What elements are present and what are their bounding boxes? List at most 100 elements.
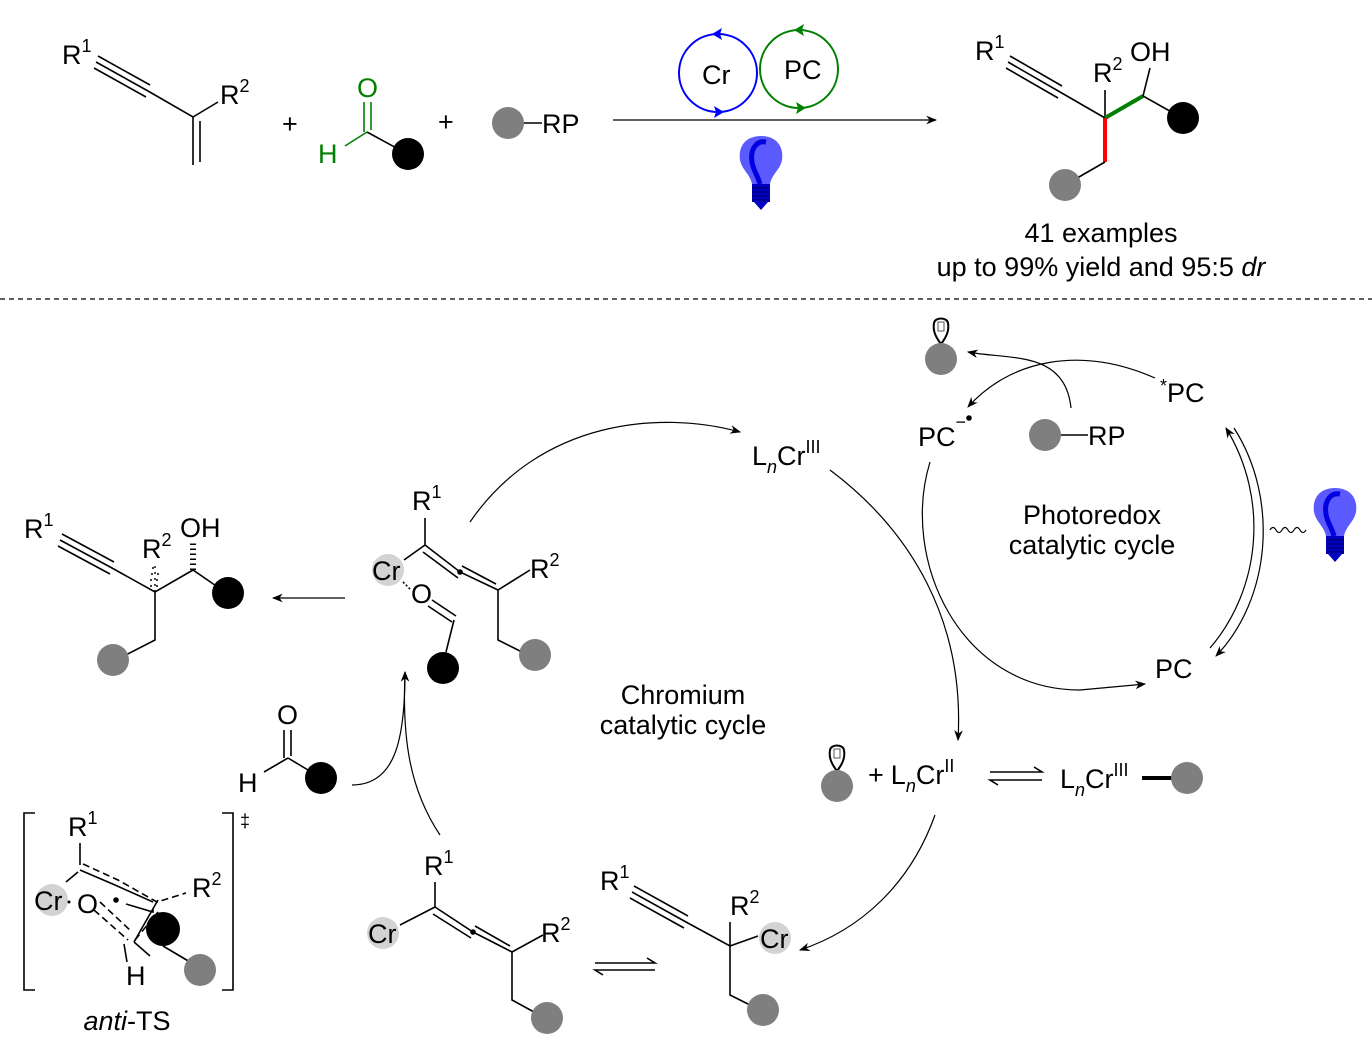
hydrogen-label: H	[238, 768, 258, 798]
light-bulb-icon	[740, 136, 783, 210]
equilibrium-arrows	[592, 957, 658, 976]
photoredox-cycle-label-2: catalytic cycle	[1009, 530, 1176, 560]
r1-label: R1	[600, 862, 630, 896]
cr-ball	[36, 884, 68, 916]
lncr-iii-alkyl-label: LnCrIII	[1060, 760, 1129, 800]
r-text: R	[24, 514, 44, 544]
sup-text: 2	[550, 550, 560, 570]
n-text: n	[1075, 780, 1085, 800]
radical-ball	[492, 107, 524, 139]
radical-ball	[747, 994, 779, 1026]
aldehyde-reagent: O H	[238, 700, 337, 798]
reactant-radical-precursor: RP	[492, 107, 580, 139]
r-text: R	[192, 873, 212, 903]
n-text: n	[767, 457, 777, 477]
anti-transition-state: ‡ R1 Cr O R2 H	[23, 808, 250, 991]
r1-label: R1	[412, 482, 442, 516]
ox-state-text: III	[806, 437, 821, 457]
r2-label: R2	[541, 914, 571, 948]
sup-text: 2	[1113, 54, 1123, 74]
sup-text: 2	[162, 530, 172, 550]
oxygen-label: O	[357, 73, 378, 103]
carbonyl-substituent-ball	[392, 138, 424, 170]
lncr-ii-label: +LnCrII	[868, 756, 954, 796]
light-wave-icon	[1269, 526, 1307, 534]
cr-text: Cr	[777, 441, 806, 471]
r1-label: R1	[68, 808, 98, 842]
chromium-cycle-label: Chromium	[621, 680, 746, 710]
alkyl-radical-ball	[821, 770, 853, 802]
radical-ball	[519, 639, 551, 671]
radical-orbital-icon	[828, 744, 846, 772]
dr-text: dr	[1241, 252, 1266, 282]
arrow-to-lncr-ii	[829, 469, 963, 742]
plus-sign: +	[438, 107, 454, 137]
rp-label: RP	[542, 109, 580, 139]
hydrogen-label: H	[126, 961, 146, 991]
arrow-to-lncr-iii	[469, 421, 742, 523]
cr-catalyst-cycle-icon: Cr	[678, 28, 758, 118]
star-text: *	[1160, 376, 1167, 396]
anti-text: anti	[83, 1006, 128, 1036]
r-text: R	[600, 866, 620, 896]
chromium-cycle-label-2: catalytic cycle	[600, 710, 767, 740]
r-text: R	[541, 918, 561, 948]
pc-catalyst-label: PC	[784, 55, 822, 85]
equilibrium-arrows	[987, 766, 1045, 786]
anti-ts-label: anti-TS	[83, 1006, 170, 1036]
sup-text: 1	[432, 482, 442, 502]
sup-text: 2	[750, 887, 760, 907]
cr-ball	[367, 917, 399, 949]
radical-precursor-rp: RP	[1029, 419, 1126, 451]
arrow-relaxation	[1215, 427, 1264, 657]
oh-label: OH	[180, 513, 221, 543]
allenyl-cr-species: R1 Cr R2	[367, 847, 571, 1034]
product-homoallylic-alcohol: R1 R2 OH	[975, 32, 1199, 201]
r1-label: R1	[62, 36, 92, 70]
n-text: n	[906, 776, 916, 796]
photoredox-cycle-label: Photoredox	[1023, 500, 1162, 530]
sup-text: 1	[88, 808, 98, 828]
pc-radical-anion-label: PC−	[918, 412, 966, 452]
r1-label: R1	[24, 510, 54, 544]
r-text: R	[68, 812, 88, 842]
yield-dr-summary: up to 99% yield and 95:5 dr	[937, 252, 1267, 282]
cr-allenyl-aldehyde-complex: R1 Cr R2 O	[372, 482, 560, 684]
arrow-aldehyde-coordination	[351, 670, 410, 786]
carbonyl-substituent-ball	[1167, 102, 1199, 134]
arrow-to-propargyl-cr	[798, 814, 936, 952]
arrow-pc-reduction	[967, 359, 1156, 408]
cr-ball	[372, 554, 404, 586]
r-text: R	[530, 554, 550, 584]
radical-ball	[184, 954, 216, 986]
alkyl-radical-ball	[1171, 762, 1203, 794]
yield-text: up to 99% yield and 95:5	[937, 252, 1242, 282]
r2-label: R2	[142, 530, 172, 564]
cr-ball	[759, 922, 791, 954]
oxygen-label: O	[277, 700, 298, 730]
sup-text: 1	[82, 36, 92, 56]
radical-dot	[966, 415, 972, 421]
r-text: R	[142, 534, 162, 564]
mechanism-product: R1 R2 OH	[24, 510, 244, 676]
r2-label: R2	[220, 76, 250, 110]
sup-text: 1	[620, 862, 630, 882]
r2-label: R2	[1093, 54, 1123, 88]
ox-state-text: III	[1114, 760, 1129, 780]
radical-orbital-icon	[932, 317, 950, 345]
dagger-symbol: ‡	[240, 811, 250, 831]
arrow-allenyl-coordination	[403, 671, 441, 836]
r-text: R	[1093, 58, 1113, 88]
r1-label: R1	[424, 847, 454, 881]
cr-text: Cr	[916, 760, 945, 790]
r-text: R	[730, 891, 750, 921]
l-text: L	[1060, 764, 1075, 794]
pc-text: PC	[918, 422, 956, 452]
r-text: R	[412, 486, 432, 516]
sup-text: 2	[561, 914, 571, 934]
alkyl-radical-ball	[925, 343, 957, 375]
r2-label: R2	[730, 887, 760, 921]
light-bulb-icon	[1314, 488, 1357, 562]
oxygen-label: O	[411, 579, 432, 609]
